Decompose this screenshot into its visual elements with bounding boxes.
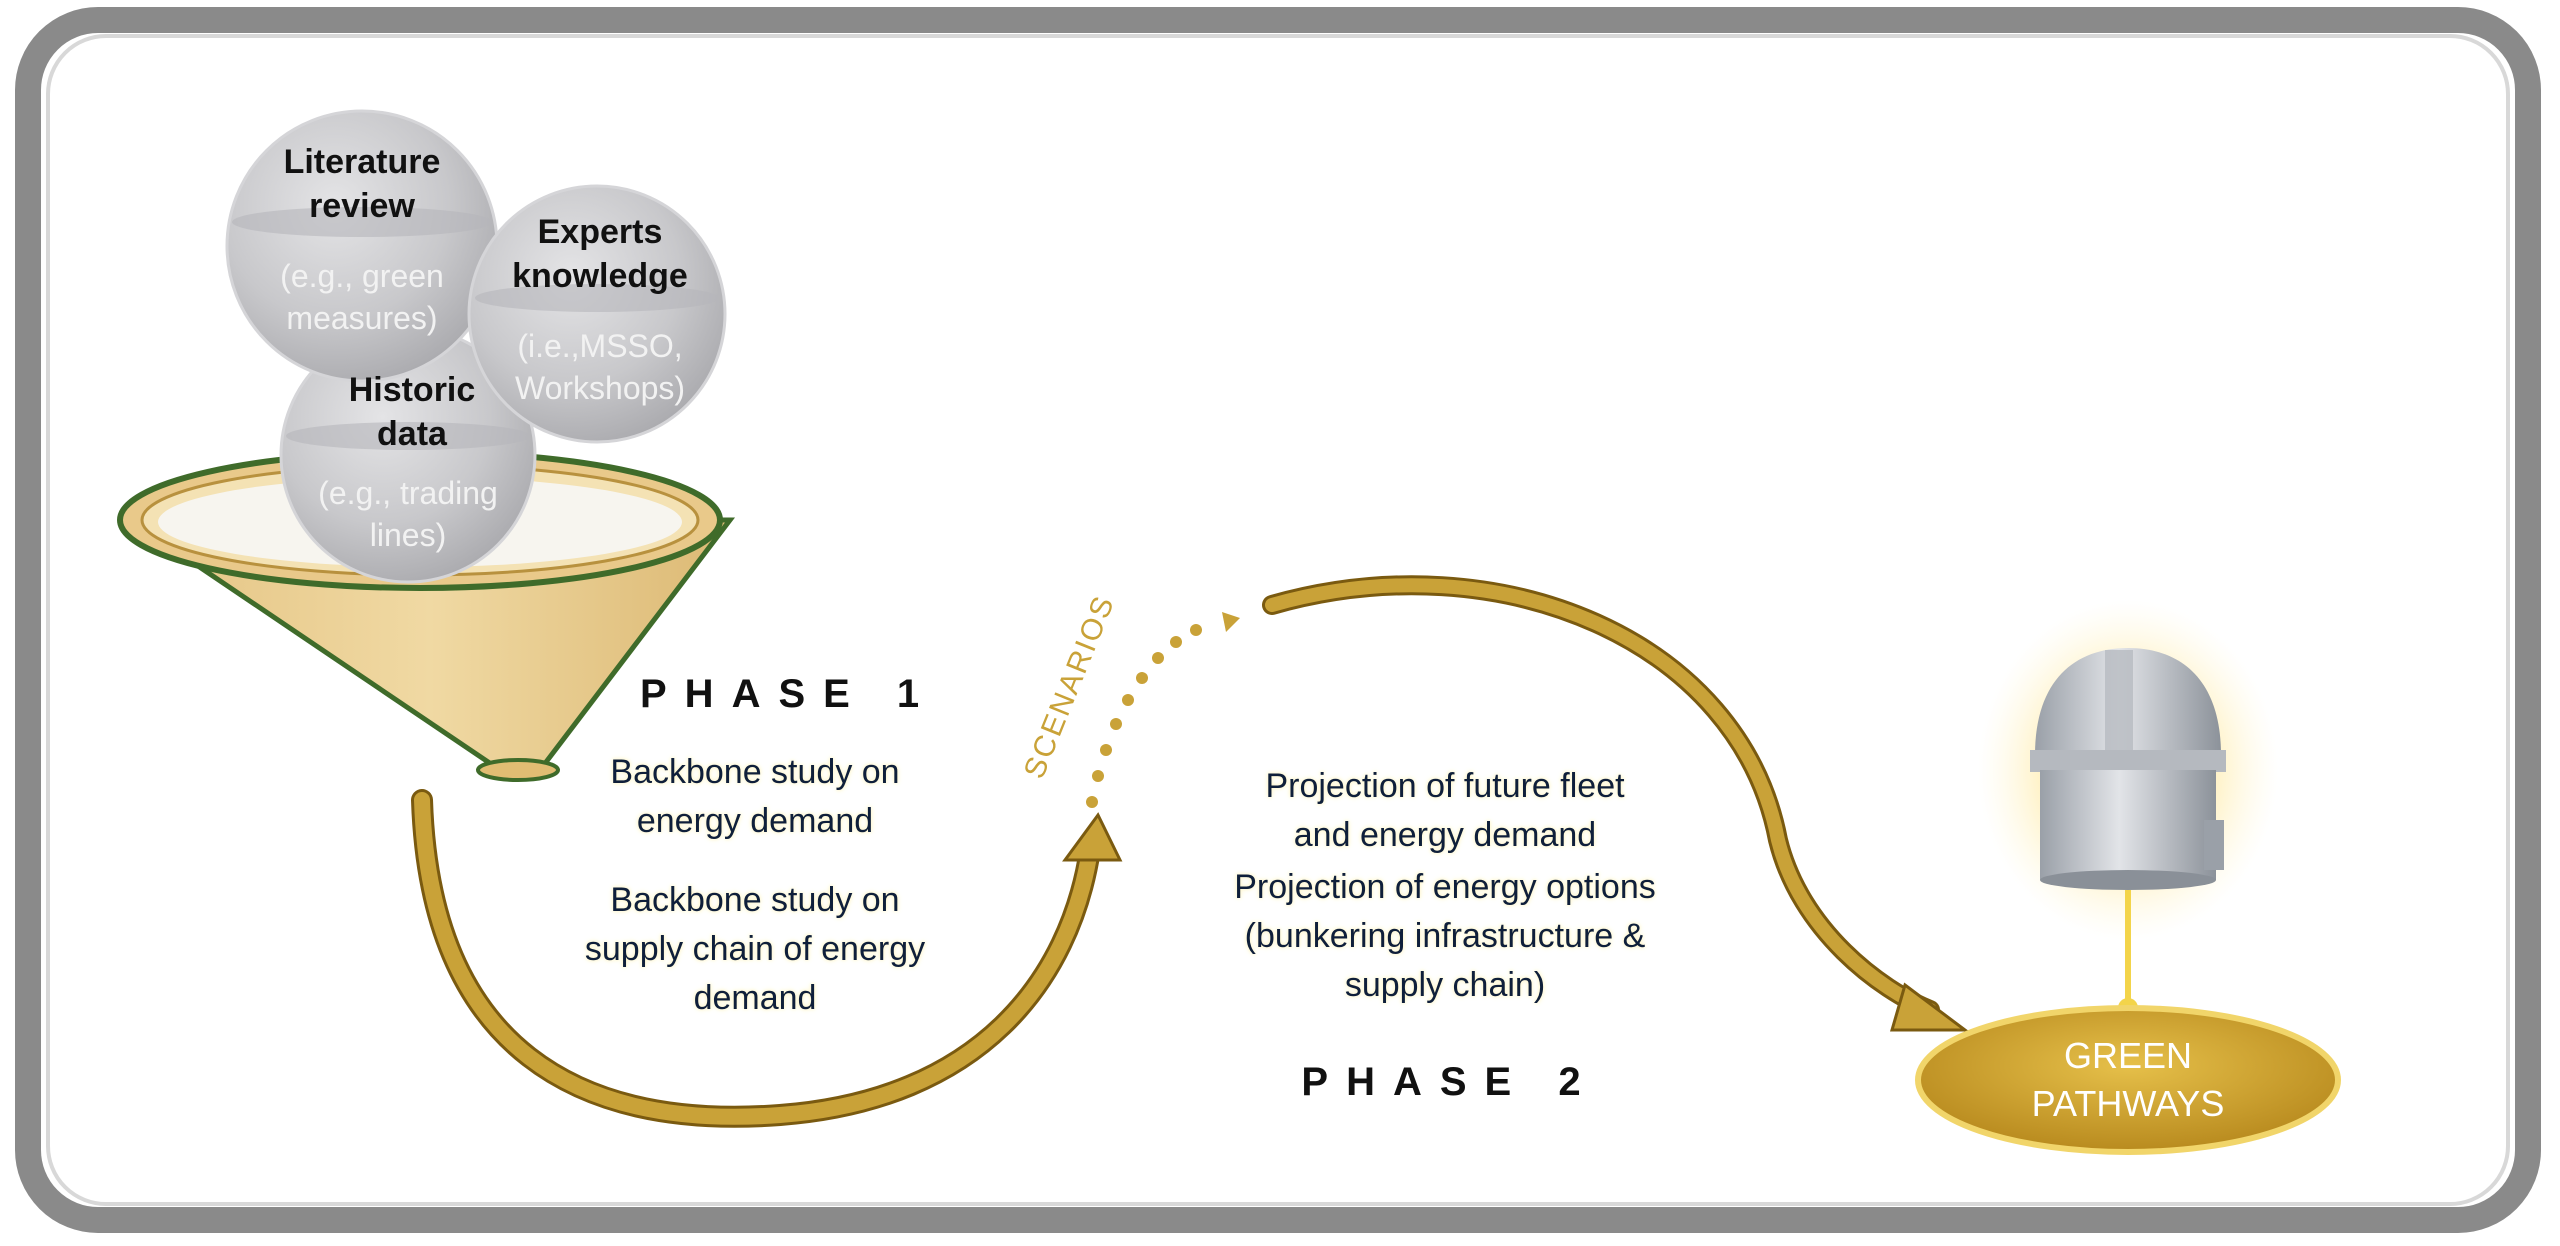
green-pathways-label: GREEN PATHWAYS	[2031, 1035, 2225, 1124]
phase2-arrow	[1262, 575, 1970, 1032]
historic-data-detail: (e.g., trading lines)	[318, 475, 498, 553]
bubble-historic-data	[279, 326, 537, 584]
literature-review-title: Literature review	[283, 143, 441, 225]
phase1-label: PHASE 1	[640, 672, 938, 716]
literature-review-detail: (e.g., green measures)	[280, 258, 444, 336]
outer-frame	[15, 7, 2541, 1233]
phase1-item-1: Backbone study on energy demand	[610, 753, 900, 840]
green-pathways-oval	[1915, 1005, 2341, 1155]
scenarios-dotted-path	[1086, 612, 1240, 808]
experts-knowledge-detail: (i.e.,MSSO, Workshops)	[514, 328, 686, 406]
historic-data-title: Historic data	[348, 371, 476, 453]
bubble-literature-review	[225, 109, 499, 383]
bubble-experts-knowledge	[467, 184, 727, 444]
phase1-item-2: Backbone study on supply chain of energy…	[584, 881, 926, 1017]
experts-knowledge-title: Experts knowledge	[512, 213, 688, 295]
observatory-icon	[1978, 600, 2278, 1018]
phase2-item-2: Projection of energy options (bunkering …	[1234, 868, 1656, 1004]
phase2-item-1: Projection of future fleet and energy de…	[1265, 767, 1625, 854]
phase2-label: PHASE 2	[1301, 1060, 1599, 1104]
phase1-arrow	[411, 789, 1123, 1128]
